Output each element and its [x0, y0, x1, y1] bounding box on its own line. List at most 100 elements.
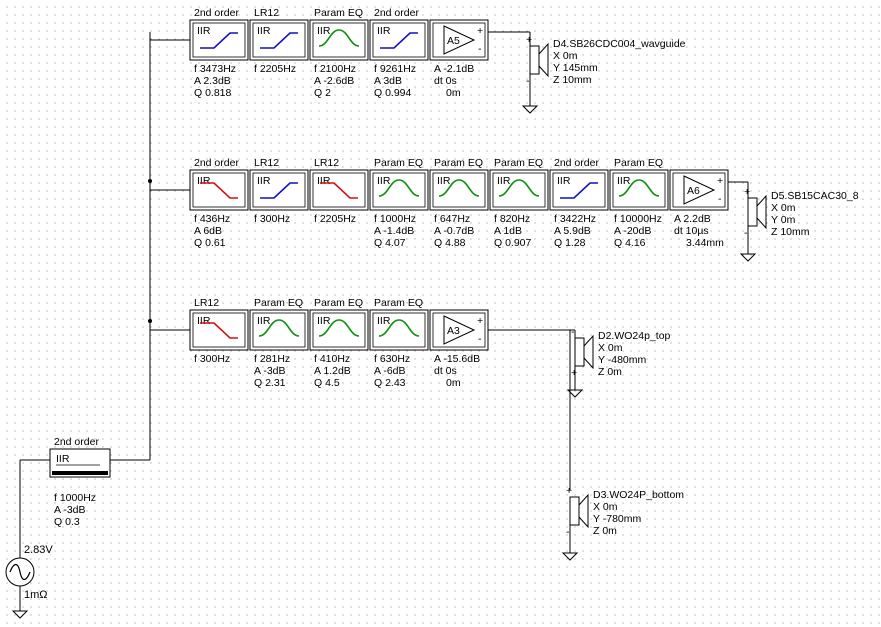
- speaker-body[interactable]: [574, 337, 585, 367]
- filter-param: f 2100Hz: [314, 63, 356, 75]
- filter-box[interactable]: [189, 169, 249, 211]
- filter-param: f 820Hz: [494, 213, 530, 225]
- filter-title: 2nd order: [54, 436, 99, 448]
- peak-curve-icon: [258, 319, 300, 337]
- filter-param: A 1.2dB: [314, 365, 351, 377]
- driver-D3-ground: [561, 545, 579, 561]
- filter-box[interactable]: [429, 169, 489, 211]
- filter-type-label: IIR: [257, 315, 271, 327]
- filter-type-label: IIR: [317, 25, 331, 37]
- amplifier-param: 0m: [446, 87, 461, 99]
- filter-box[interactable]: [249, 169, 309, 211]
- driver-position: X 0m: [553, 50, 578, 62]
- minus-sign: -: [478, 43, 482, 55]
- driver-position: Y -780mm: [593, 513, 641, 525]
- peak-curve-icon: [438, 179, 480, 197]
- filter-box[interactable]: [369, 19, 429, 61]
- amplifier-box[interactable]: [429, 19, 489, 61]
- peak-curve-icon: [318, 29, 360, 47]
- filter-title: Param EQ: [494, 157, 543, 169]
- speaker-cone-icon: [538, 42, 549, 78]
- speaker-body[interactable]: [747, 197, 758, 227]
- filter-param: Q 2.31: [254, 377, 286, 389]
- sine-wave-icon: [9, 563, 31, 581]
- filter-title: Param EQ: [254, 297, 303, 309]
- driver-position: Y 0m: [771, 214, 796, 226]
- filter-param: f 630Hz: [374, 353, 410, 365]
- filter-box[interactable]: [549, 169, 609, 211]
- filter-param: A 3dB: [374, 75, 402, 87]
- filter-box[interactable]: [369, 309, 429, 351]
- filter-title: LR12: [314, 157, 339, 169]
- driver-D5[interactable]: +-D5.SB15CAC30_8X 0mY 0mZ 10mm: [744, 186, 859, 239]
- filter-type-label: IIR: [197, 25, 211, 37]
- filter-type-label: IIR: [437, 175, 451, 187]
- highpass-curve-icon: [260, 32, 298, 49]
- filter-box[interactable]: [369, 169, 429, 211]
- filter-box[interactable]: [609, 169, 669, 211]
- filter-box[interactable]: [249, 309, 309, 351]
- peak-curve-icon: [318, 319, 360, 337]
- crossover-param: f 1000Hz: [54, 492, 96, 504]
- amplifier-box[interactable]: [429, 309, 489, 351]
- filter-box[interactable]: [309, 19, 369, 61]
- driver-name: D2.WO24p_top: [598, 330, 671, 342]
- ground-icon: [561, 552, 579, 561]
- filter-param: f 281Hz: [254, 353, 290, 365]
- amplifier-box[interactable]: [669, 169, 729, 211]
- filter-title: 2nd order: [554, 157, 599, 169]
- speaker-body[interactable]: [569, 496, 580, 526]
- filter-box[interactable]: [189, 309, 249, 351]
- crossover-param: A -3dB: [54, 504, 86, 516]
- junction-dot: [148, 179, 152, 183]
- filter-box[interactable]: [309, 309, 369, 351]
- filter-type-label: IIR: [377, 25, 391, 37]
- filter-title: 2nd order: [194, 7, 239, 19]
- filter-box[interactable]: [249, 19, 309, 61]
- speaker-cone-icon: [756, 194, 767, 230]
- speaker-body[interactable]: [529, 45, 540, 75]
- filter-param: f 1000Hz: [374, 213, 416, 225]
- filter-title: Param EQ: [314, 7, 363, 19]
- filter-param: Q 4.88: [434, 237, 466, 249]
- filter-param: f 436Hz: [194, 213, 230, 225]
- filter-type-label: IIR: [317, 175, 331, 187]
- filter-box[interactable]: [309, 169, 369, 211]
- filter-box-inner: [372, 312, 426, 348]
- speaker-cone-icon: [578, 493, 589, 529]
- polarity-sign: +: [571, 367, 577, 379]
- filter-title: Param EQ: [434, 157, 483, 169]
- ground-icon: [521, 105, 539, 114]
- filter-param: f 10000Hz: [614, 213, 662, 225]
- filter-box[interactable]: [489, 169, 549, 211]
- amplifier-box-inner: [432, 22, 486, 58]
- filter-param: A -0.7dB: [434, 225, 474, 237]
- filter-param: A -1.4dB: [374, 225, 414, 237]
- minus-sign: -: [718, 193, 722, 205]
- filter-box[interactable]: [189, 19, 249, 61]
- filter-box-inner: [312, 22, 366, 58]
